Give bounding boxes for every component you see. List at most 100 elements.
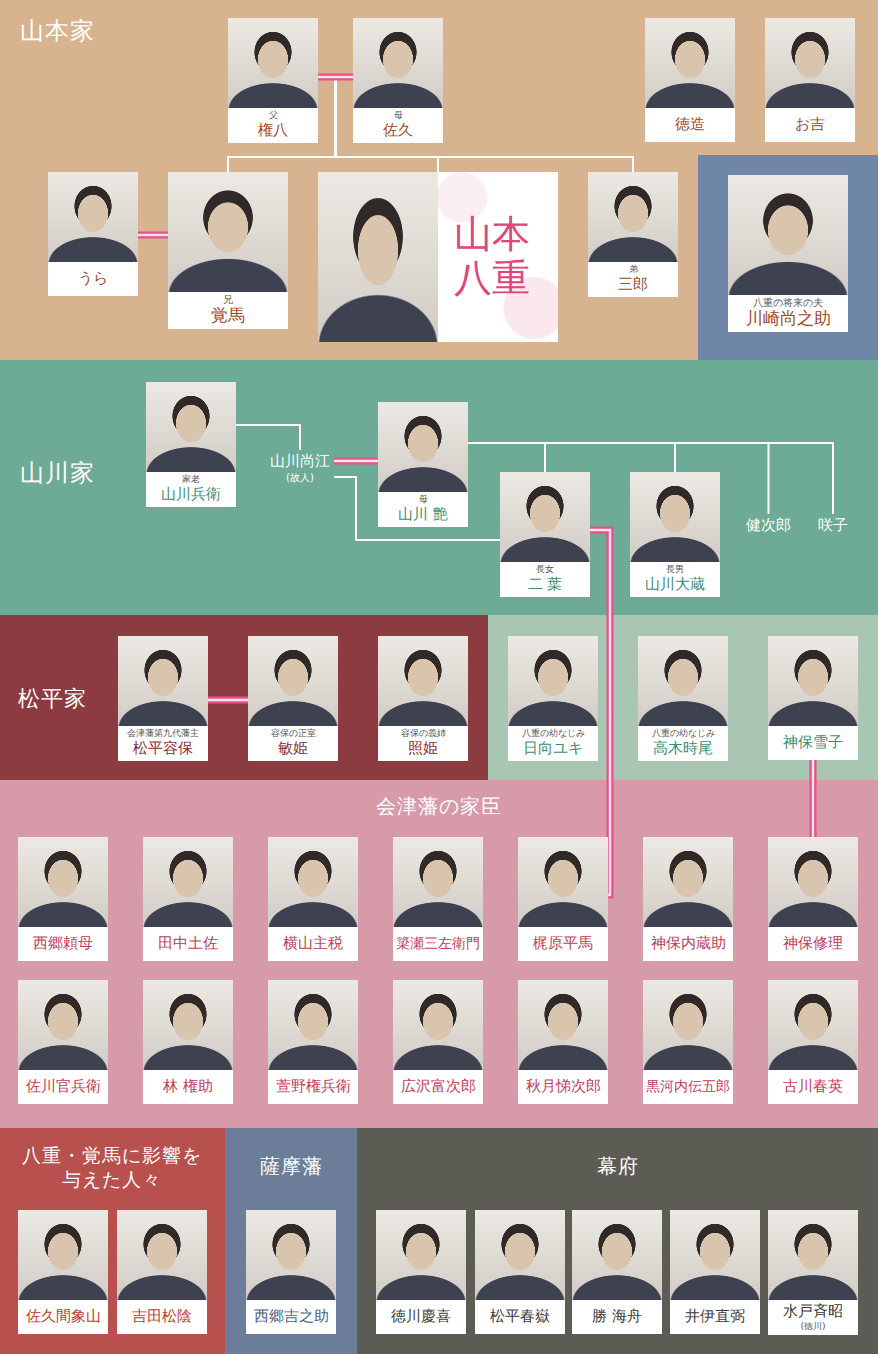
portrait-photo: [630, 472, 720, 562]
role-label: 八重の幼なじみ: [510, 728, 596, 739]
character-card: 井伊直弼: [670, 1210, 760, 1334]
character-name: 松平春嶽: [477, 1307, 563, 1326]
character-name: 水戸斉昭: [770, 1302, 856, 1321]
name-caption: 佐川官兵衛: [18, 1070, 108, 1104]
character-name: 神保雪子: [770, 733, 856, 752]
role-label: 長男: [632, 564, 718, 575]
name-text: 咲子: [814, 514, 852, 537]
lineage-line: [228, 77, 336, 172]
portrait-photo: [318, 172, 438, 342]
lineage-line-stroke: [318, 77, 438, 172]
name-caption: 簗瀬三左衛門: [393, 927, 483, 961]
character-card: 弟三郎: [588, 172, 678, 297]
portrait-photo: [248, 636, 338, 726]
character-name: 山川尚江: [270, 452, 330, 471]
name-caption: 黒河内伝五郎: [643, 1070, 733, 1104]
character-card: 吉田松陰: [117, 1210, 207, 1334]
character-card: 徳川慶喜: [376, 1210, 466, 1334]
status-note: (故人): [270, 471, 330, 484]
character-card: 容保の義姉照姫: [378, 636, 468, 761]
name-caption: 梶原平馬: [518, 927, 608, 961]
lineage-line-stroke: [336, 77, 634, 172]
character-card: 兄覚馬: [168, 172, 288, 329]
lineage-line: [336, 77, 439, 172]
character-name: 秋月悌次郎: [520, 1077, 606, 1096]
character-name: 萱野権兵衛: [270, 1077, 356, 1096]
name-caption: 徳川慶喜: [376, 1300, 466, 1334]
character-card: 会津藩第九代藩主松平容保: [118, 636, 208, 761]
character-name: 梶原平馬: [520, 934, 606, 953]
character-card: 松平春嶽: [475, 1210, 565, 1334]
lineage-line-stroke: [468, 443, 545, 472]
family-band: 薩摩藩西郷吉之助: [225, 1128, 357, 1354]
character-name: 山川大蔵: [632, 575, 718, 594]
character-card: 西郷吉之助: [246, 1210, 336, 1334]
name-caption: 長男山川大蔵: [630, 562, 720, 597]
name-caption: 横山主税: [268, 927, 358, 961]
band-title: 薩摩藩: [225, 1154, 357, 1179]
portrait-photo: [765, 18, 855, 108]
lineage-line: [468, 443, 675, 472]
lineage-line-stroke: [228, 77, 336, 172]
character-name: 簗瀬三左衛門: [395, 934, 481, 953]
lineage-line: [468, 443, 769, 514]
name-caption: 林 権助: [143, 1070, 233, 1104]
character-card: 八重の幼なじみ日向ユキ: [508, 636, 598, 761]
name-caption: うら: [48, 262, 138, 296]
character-card: 古川春英: [768, 980, 858, 1104]
name-caption: 母佐久: [353, 108, 443, 143]
character-card: 佐川官兵衛: [18, 980, 108, 1104]
portrait-photo: [18, 980, 108, 1070]
portrait-photo: [146, 382, 236, 472]
role-label: 父: [230, 110, 316, 121]
portrait-photo: [378, 636, 468, 726]
character-name: 林 権助: [145, 1077, 231, 1096]
name-caption: 水戸斉昭(徳川): [768, 1300, 858, 1335]
portrait-photo: [48, 172, 138, 262]
character-name: 高木時尾: [640, 739, 726, 758]
lineage-line: [468, 443, 545, 472]
heroine-name: 山本 八重: [454, 213, 541, 300]
role-label: 会津藩第九代藩主: [120, 728, 206, 739]
name-caption: 家老山川兵衛: [146, 472, 236, 507]
role-label: 弟: [590, 264, 676, 275]
role-label: 母: [380, 494, 466, 505]
name-caption: 勝 海舟: [572, 1300, 662, 1334]
portrait-photo: [518, 980, 608, 1070]
portrait-photo: [518, 837, 608, 927]
family-band: 八重・覚馬に影響を 与えた人々佐久間象山吉田松陰: [0, 1128, 225, 1354]
lineage-line-stroke: [228, 77, 353, 172]
character-card: 母佐久: [353, 18, 443, 143]
character-card: 横山主税: [268, 837, 358, 961]
character-card: 田中土佐: [143, 837, 233, 961]
character-card: 母山川 艶: [378, 402, 468, 527]
portrait-photo: [117, 1210, 207, 1300]
name-caption: 西郷頼母: [18, 927, 108, 961]
character-card: 黒河内伝五郎: [643, 980, 733, 1104]
character-card: 容保の正室敏姫: [248, 636, 338, 761]
name-caption: 弟三郎: [588, 262, 678, 297]
character-card: 秋月悌次郎: [518, 980, 608, 1104]
character-card: 長女二 葉: [500, 472, 590, 597]
name-caption: 吉田松陰: [117, 1300, 207, 1334]
portrait-photo: [228, 18, 318, 108]
character-card: 神保雪子: [768, 636, 858, 760]
portrait-photo: [378, 402, 468, 492]
lineage-line: [468, 443, 833, 514]
lineage-line-stroke: [468, 443, 833, 514]
marriage-line-outer: [138, 232, 168, 239]
name-caption: 八重の幼なじみ日向ユキ: [508, 726, 598, 761]
name-caption: 秋月悌次郎: [518, 1070, 608, 1104]
marriage-line-outer: [590, 530, 610, 895]
character-name: 敏姫: [250, 739, 336, 758]
marriage-line-inner: [138, 234, 168, 237]
name-caption: 松平春嶽: [475, 1300, 565, 1334]
role-label: 容保の正室: [250, 728, 336, 739]
character-card: 家老山川兵衛: [146, 382, 236, 507]
name-caption: 長女二 葉: [500, 562, 590, 597]
portrait-photo: [393, 980, 483, 1070]
name-caption: 西郷吉之助: [246, 1300, 336, 1334]
family-band: 会津藩の家臣西郷頼母田中土佐横山主税簗瀬三左衛門梶原平馬神保内蔵助神保修理佐川官…: [0, 780, 878, 1128]
marriage-line-inner: [318, 76, 353, 79]
marriage-line-inner: [334, 460, 378, 463]
